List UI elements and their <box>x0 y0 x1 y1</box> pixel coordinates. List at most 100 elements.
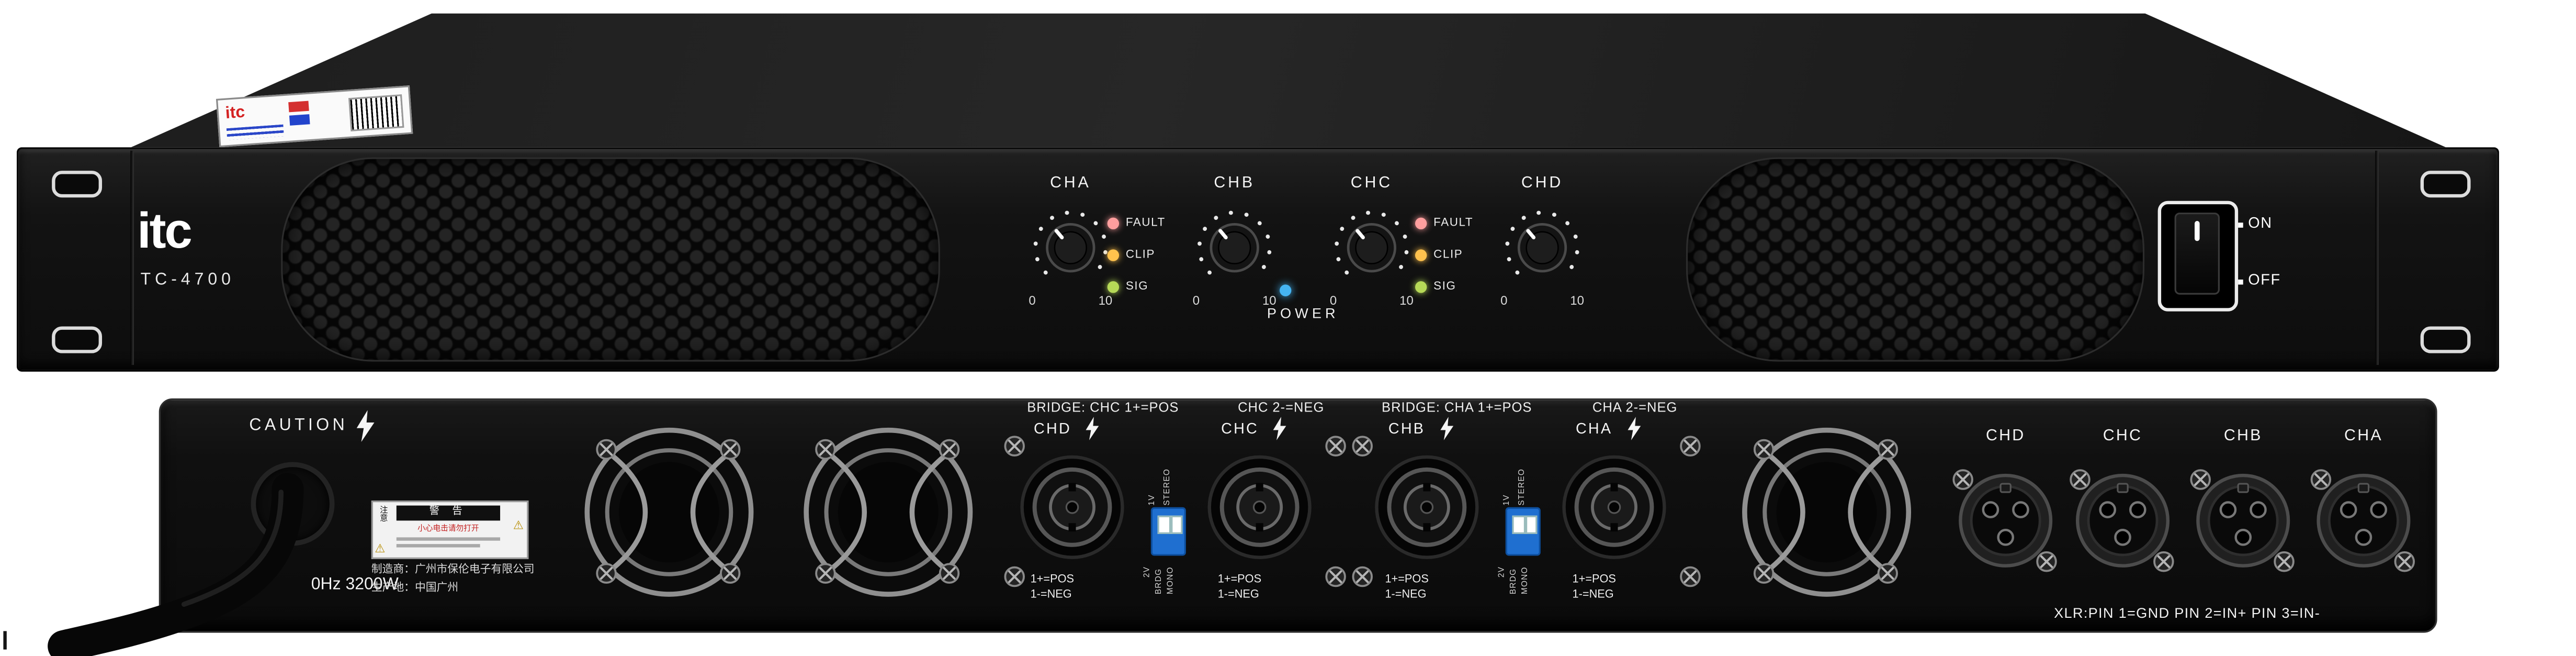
dip-label: MONO <box>1522 566 1531 595</box>
screw-icon <box>939 562 961 584</box>
lightning-icon <box>1628 417 1641 440</box>
dip-label: 2V <box>1498 566 1507 578</box>
power-led <box>1280 284 1292 296</box>
screw-icon <box>1679 566 1701 588</box>
rack-ear-seam-right <box>2375 150 2379 365</box>
led-row: CLIP <box>1107 244 1166 264</box>
knob-scale-min: 0 <box>1192 293 1200 308</box>
power-cable <box>48 473 304 656</box>
screw-icon <box>815 562 837 584</box>
power-switch[interactable] <box>2157 201 2239 312</box>
led-row: SIG <box>1415 276 1473 296</box>
led-indicators-ab: FAULT CLIP SIG <box>1107 213 1166 308</box>
lightning-icon <box>1273 417 1286 440</box>
dip-label: 2V <box>1144 566 1153 578</box>
neg-label: 1-=NEG <box>1385 588 1427 601</box>
warning-line: 小心电击请勿打开 <box>417 524 479 532</box>
switch-off-label: OFF <box>2248 271 2281 288</box>
ventilation-grille-right <box>1686 157 2145 362</box>
mode-dip-switch-2[interactable] <box>1505 507 1541 556</box>
rack-screw-slot <box>52 171 103 198</box>
screw-icon <box>1753 562 1775 584</box>
xlr-connector-chb <box>2193 470 2293 571</box>
warning-fineprint <box>396 537 501 540</box>
xlr-channel-label: CHD <box>1985 427 2026 446</box>
led-label: FAULT <box>1433 217 1474 229</box>
warning-triangle-icon: ⚠ <box>513 520 524 532</box>
power-label: POWER <box>1267 304 1339 321</box>
warning-side-text: 注意 <box>378 505 387 522</box>
warning-fineprint <box>396 544 480 547</box>
dip-label: MONO <box>1167 566 1176 595</box>
screw-icon <box>719 562 741 584</box>
speakon-channel-label: CHD <box>1033 420 1071 437</box>
mode-dip-switch-1[interactable] <box>1150 507 1186 556</box>
warning-title: 警 告 <box>396 505 501 521</box>
knob-scale-min: 0 <box>1329 293 1337 308</box>
led-row: CLIP <box>1415 244 1473 264</box>
rack-screw-slot <box>2420 326 2471 353</box>
rack-screw-slot <box>52 326 103 353</box>
dip-toggle[interactable] <box>1157 515 1170 534</box>
led-row: FAULT <box>1415 213 1473 232</box>
bridge-header-right: CHA 2-=NEG <box>1592 400 1678 415</box>
ventilation-grille-left <box>281 157 940 362</box>
wiring-label: 1+=POS 1-=NEG <box>1573 574 1616 603</box>
xlr-connector-cha <box>2313 470 2414 571</box>
power-switch-rocker[interactable] <box>2174 213 2220 295</box>
gain-knob-chc[interactable] <box>1328 204 1415 291</box>
screw-icon <box>1877 439 1899 461</box>
screw-icon <box>1351 566 1373 588</box>
channel-label: CHA <box>1050 174 1091 193</box>
gain-knob-chd[interactable] <box>1499 204 1586 291</box>
neg-label: 1-=NEG <box>1030 588 1072 601</box>
clip-led <box>1107 248 1120 261</box>
neg-label: 1-=NEG <box>1217 588 1259 601</box>
switch-on-label: ON <box>2248 214 2273 231</box>
lightning-icon <box>1086 417 1099 440</box>
dip-label: 1V <box>1149 494 1158 506</box>
dip-label: STEREO <box>1164 468 1173 506</box>
screw-icon <box>1325 566 1347 588</box>
knob-scale-max: 10 <box>1399 293 1414 308</box>
warning-triangle-icon: ⚠ <box>375 544 386 556</box>
pos-label: 1+=POS <box>1572 574 1616 586</box>
warning-sticker: 注意 ⚠ 警 告 小心电击请勿打开 ⚠ <box>371 501 529 559</box>
dip-label: 1V <box>1504 494 1512 506</box>
channel-label: CHC <box>1350 174 1393 193</box>
dip-label: BRDG <box>1510 568 1519 595</box>
dip-toggle[interactable] <box>1524 515 1538 534</box>
clip-led <box>1415 248 1427 261</box>
pos-label: 1+=POS <box>1030 574 1074 586</box>
knob-scale-max: 10 <box>1262 293 1276 308</box>
caution-label: CAUTION <box>249 417 348 436</box>
sticker-decoration <box>289 114 310 126</box>
dip-toggle[interactable] <box>1170 515 1183 534</box>
speakon-channel-label: CHC <box>1221 420 1259 437</box>
led-label: FAULT <box>1125 217 1166 229</box>
signal-led <box>1415 280 1427 292</box>
lightning-icon <box>1440 417 1454 440</box>
signal-led <box>1107 280 1120 292</box>
led-label: SIG <box>1125 280 1149 292</box>
knob-scale-max: 10 <box>1098 293 1113 308</box>
neg-label: 1-=NEG <box>1572 588 1614 601</box>
speakon-channel-label: CHB <box>1388 420 1426 437</box>
led-label: SIG <box>1433 280 1456 292</box>
led-row: FAULT <box>1107 213 1166 232</box>
screw-icon <box>815 439 837 461</box>
off-indicator-square <box>2238 279 2243 285</box>
xlr-channel-label: CHA <box>2344 427 2383 446</box>
fault-led <box>1107 217 1120 229</box>
gain-knob-chb[interactable] <box>1191 204 1278 291</box>
gain-knob-cha[interactable] <box>1027 204 1114 291</box>
chassis-top-face <box>131 13 2446 148</box>
channel-d-section: CHD 0 10 <box>1499 174 1586 315</box>
xlr-channel-label: CHC <box>2103 427 2143 446</box>
knob-scale-min: 0 <box>1500 293 1508 308</box>
dip-toggle[interactable] <box>1512 515 1525 534</box>
xlr-connector-chc <box>2073 470 2173 571</box>
xlr-connector-chd <box>1956 470 2056 571</box>
sticker-text-lines <box>226 124 284 140</box>
